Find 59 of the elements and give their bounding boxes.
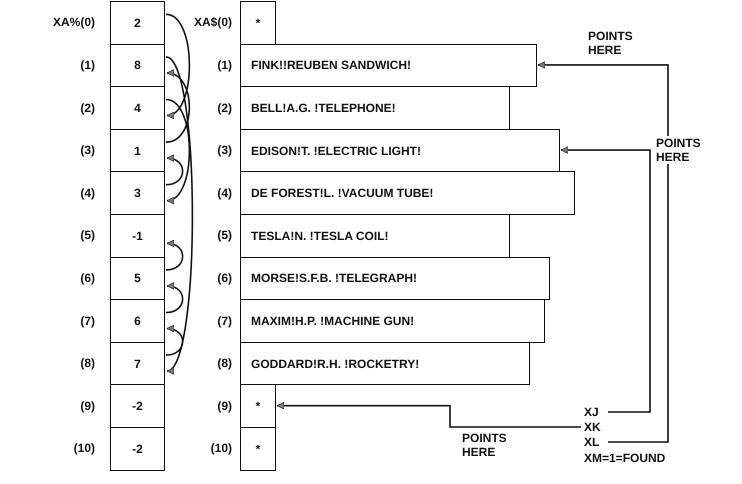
array-cell: 1	[110, 128, 165, 172]
link-arrow	[166, 282, 184, 314]
index-label: (6)	[217, 270, 232, 285]
index-label: (9)	[80, 398, 95, 413]
index-label: (4)	[217, 186, 232, 200]
index-label: XA%(0)	[52, 15, 95, 30]
array-cell: 2	[110, 1, 165, 45]
string-cell: GODDARD!R.H. !ROCKETRY!	[240, 342, 530, 386]
array-cell: 3	[110, 171, 165, 215]
variable-name: XK	[584, 420, 601, 434]
link-arrow	[166, 70, 190, 143]
string-cell: FINK!!REUBEN SANDWICH!	[240, 44, 537, 88]
index-label: (4)	[80, 186, 95, 200]
note-text: XM=1=FOUND	[584, 451, 666, 465]
string-cell: TESLA!N. !TESLA COIL!	[240, 214, 510, 258]
pointer-arrow	[560, 146, 651, 413]
index-label: (2)	[217, 100, 232, 114]
array-cell: 5	[110, 256, 165, 300]
string-cell: MORSE!S.F.B. !TELEGRAPH!	[240, 256, 550, 300]
pointer-arrow	[538, 61, 669, 443]
link-arrow	[166, 155, 184, 186]
link-arrow	[166, 240, 184, 271]
string-cell: *	[240, 384, 276, 428]
array-cell: -1	[110, 214, 165, 258]
link-arrow	[166, 14, 190, 118]
index-label: (3)	[217, 143, 232, 158]
index-label: (6)	[80, 270, 95, 285]
array-cell: 7	[110, 342, 165, 386]
index-label: (7)	[217, 314, 232, 328]
index-label: (5)	[217, 228, 232, 242]
index-label: (5)	[80, 228, 95, 242]
index-label: (10)	[74, 441, 95, 456]
link-arrow	[166, 326, 184, 356]
index-label: (1)	[80, 58, 95, 72]
array-cell: 8	[110, 44, 165, 88]
variable-name: XL	[584, 435, 600, 449]
string-cell: *	[240, 427, 276, 471]
index-label: (9)	[217, 398, 232, 413]
index-label: (8)	[80, 356, 95, 370]
string-cell: EDISON!T. !ELECTRIC LIGHT!	[240, 128, 560, 172]
array-cell: -2	[110, 384, 165, 428]
index-label: XA$(0)	[194, 15, 232, 30]
string-cell: BELL!A.G. !TELEPHONE!	[240, 86, 510, 130]
pointer-arrow	[276, 402, 581, 428]
index-label: (3)	[80, 143, 95, 158]
string-cell: DE FOREST!L. !VACUUM TUBE!	[240, 171, 575, 215]
index-label: (2)	[80, 100, 95, 114]
string-cell: MAXIM!H.P. !MACHINE GUN!	[240, 299, 545, 343]
string-cell: *	[240, 1, 276, 45]
link-arrow	[166, 56, 194, 372]
index-label: (10)	[210, 441, 232, 456]
array-cell: -2	[110, 427, 165, 471]
index-label: (7)	[80, 314, 95, 328]
link-arrow	[166, 98, 190, 202]
index-label: (1)	[217, 58, 232, 72]
array-cell: 4	[110, 86, 165, 130]
array-cell: 6	[110, 299, 165, 343]
variable-name: XJ	[584, 405, 599, 419]
index-label: (8)	[217, 356, 232, 370]
